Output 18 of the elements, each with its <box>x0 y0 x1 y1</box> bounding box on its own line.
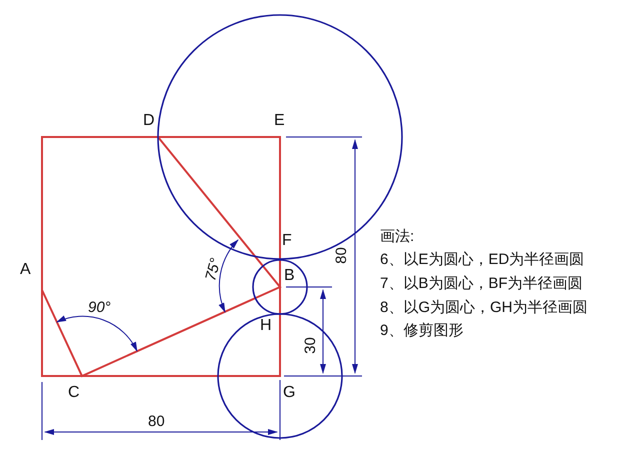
instruction-text: 6、以E为圆心，ED为半径画圆 <box>380 252 584 267</box>
instruction-text: 9、修剪图形 <box>380 323 464 338</box>
dimension-label: 80 <box>148 414 165 429</box>
point-label: H <box>260 318 272 334</box>
dimension-label: 80 <box>334 247 349 264</box>
point-label: C <box>68 385 80 401</box>
angle-label: 90° <box>88 300 111 315</box>
point-label: D <box>143 113 155 129</box>
dimension-label: 30 <box>302 337 318 354</box>
instruction-text: 8、以G为圆心，GH为半径画圆 <box>380 300 588 315</box>
point-label: A <box>20 262 31 278</box>
instruction-text: 7、以B为圆心，BF为半径画圆 <box>380 276 583 291</box>
point-label: B <box>284 268 295 284</box>
point-label: F <box>282 233 292 249</box>
angle-label: 75° <box>203 256 224 282</box>
heading: 画法: <box>380 229 414 244</box>
point-label: E <box>274 113 285 129</box>
point-label: G <box>283 385 296 401</box>
